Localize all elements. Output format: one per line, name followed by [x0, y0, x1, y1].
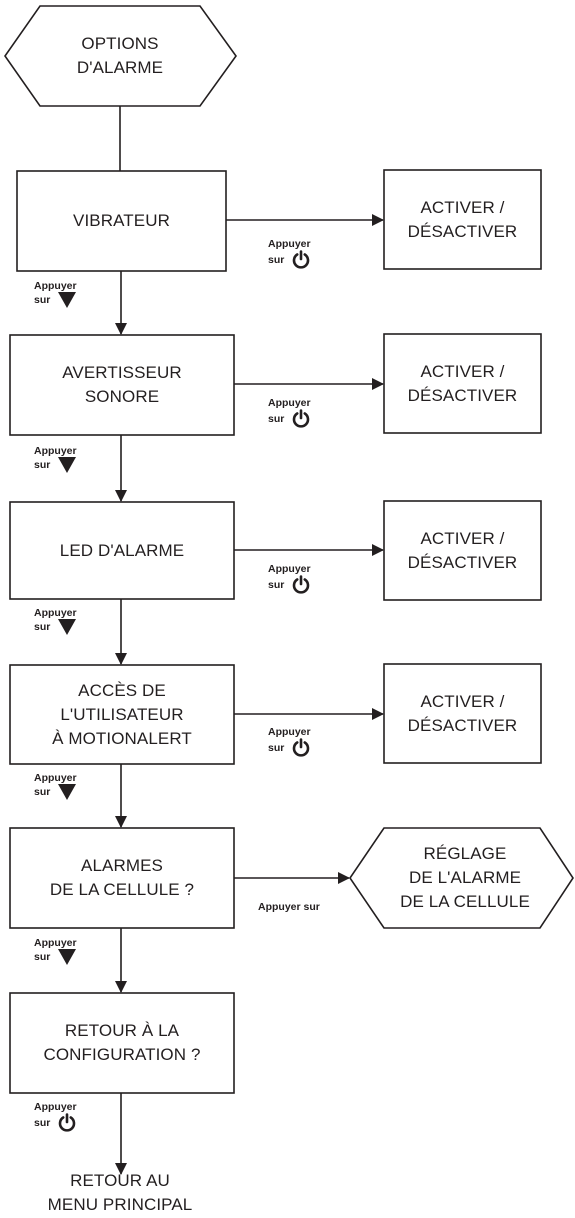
power-icon [59, 1113, 76, 1132]
press-on: sur [34, 294, 51, 306]
step-label-user-access-line3: À MOTIONALERT [52, 728, 192, 748]
step-box-buzzer [9, 334, 235, 436]
start-label: OPTIONS D'ALARME [20, 28, 220, 84]
press-down-hint-2: Appuyer sur [34, 445, 77, 473]
press-hint-cell: Appuyer sur [258, 901, 320, 913]
power-icon [293, 575, 310, 594]
cell-setup-label-line3: DE LA CELLULE [400, 892, 530, 911]
press-down-hint-5: Appuyer sur [34, 937, 77, 965]
press-word: Appuyer [268, 397, 311, 409]
start-hexagon [4, 5, 237, 107]
step-label-vibrator-line1: VIBRATEUR [73, 211, 170, 230]
down-triangle-icon [58, 457, 77, 473]
step-label-vibrator: VIBRATEUR [17, 171, 226, 271]
power-icon [293, 250, 310, 269]
press-word: Appuyer [34, 280, 77, 292]
step-box-back-to-config [9, 992, 235, 1094]
step-label-cell-alarms: ALARMES DE LA CELLULE ? [10, 828, 234, 928]
toggle-label-1: ACTIVER / DÉSACTIVER [384, 170, 541, 269]
toggle-box-2 [383, 333, 542, 434]
toggle-label-4-line2: DÉSACTIVER [407, 715, 518, 735]
step-label-cell-alarms-line1: ALARMES [81, 856, 163, 875]
press-power-hint-4: Appuyer sur [268, 726, 311, 757]
toggle-label-2-line1: ACTIVER / [420, 361, 505, 381]
step-label-user-access-line1: ACCÈS DE [78, 680, 166, 700]
press-on: sur [34, 951, 51, 963]
down-triangle-icon [58, 619, 77, 635]
power-icon [293, 409, 310, 428]
down-triangle-icon [58, 784, 77, 800]
step-box-user-access [9, 664, 235, 765]
toggle-label-3-line1: ACTIVER / [420, 528, 505, 548]
press-word: Appuyer [34, 445, 77, 457]
press-down-hint-4: Appuyer sur [34, 772, 77, 800]
press-on: sur [268, 412, 285, 425]
end-label: RETOUR AU MENU PRINCIPAL [20, 1168, 220, 1218]
toggle-box-3 [383, 500, 542, 601]
press-word: Appuyer [268, 238, 311, 250]
step-box-vibrator [16, 170, 227, 272]
press-word: Appuyer [34, 772, 77, 784]
press-word: Appuyer [268, 726, 311, 738]
step-box-alarm-led [9, 501, 235, 600]
step-label-buzzer: AVERTISSEUR SONORE [10, 335, 234, 435]
press-on: sur [34, 786, 51, 798]
down-triangle-icon [58, 292, 77, 308]
toggle-box-1 [383, 169, 542, 270]
toggle-label-3-line2: DÉSACTIVER [407, 552, 518, 572]
step-label-buzzer-line1: AVERTISSEUR [62, 363, 182, 382]
cell-setup-label-line1: RÉGLAGE [423, 844, 507, 863]
toggle-label-4-line1: ACTIVER / [420, 691, 505, 711]
press-on: sur [34, 1116, 51, 1129]
start-label-line2: D'ALARME [76, 58, 164, 77]
step-label-back-to-config-line2: CONFIGURATION ? [43, 1045, 201, 1064]
step-label-back-to-config-line1: RETOUR À LA [64, 1021, 180, 1040]
press-on: sur [34, 459, 51, 471]
step-label-back-to-config: RETOUR À LA CONFIGURATION ? [10, 993, 234, 1093]
start-label-line1: OPTIONS [81, 34, 159, 53]
press-power-hint-1: Appuyer sur [268, 238, 311, 269]
press-word: Appuyer [34, 937, 77, 949]
press-on: sur [34, 621, 51, 633]
press-down-hint-1: Appuyer sur [34, 280, 77, 308]
step-label-buzzer-line2: SONORE [84, 387, 160, 406]
step-label-cell-alarms-line2: DE LA CELLULE ? [49, 880, 195, 899]
press-full: Appuyer sur [258, 901, 320, 913]
press-on: sur [268, 741, 285, 754]
cell-setup-label: RÉGLAGE DE L'ALARME DE LA CELLULE [380, 828, 550, 928]
step-label-alarm-led-line1: LED D'ALARME [59, 540, 185, 560]
end-label-line1: RETOUR AU [70, 1171, 170, 1190]
power-icon [293, 738, 310, 757]
end-label-line2: MENU PRINCIPAL [47, 1195, 193, 1214]
press-power-hint-3: Appuyer sur [268, 563, 311, 594]
toggle-label-3: ACTIVER / DÉSACTIVER [384, 501, 541, 600]
step-label-user-access-line2: L'UTILISATEUR [60, 704, 184, 724]
press-power-hint-final: Appuyer sur [34, 1101, 77, 1132]
press-word: Appuyer [268, 563, 311, 575]
toggle-label-2: ACTIVER / DÉSACTIVER [384, 334, 541, 433]
toggle-label-1-line1: ACTIVER / [420, 197, 505, 217]
press-down-hint-3: Appuyer sur [34, 607, 77, 635]
down-triangle-icon [58, 949, 77, 965]
cell-setup-hexagon [349, 827, 574, 929]
cell-setup-label-line2: DE L'ALARME [408, 868, 522, 887]
press-power-hint-2: Appuyer sur [268, 397, 311, 428]
toggle-label-2-line2: DÉSACTIVER [407, 385, 518, 405]
press-word: Appuyer [34, 1101, 77, 1113]
press-on: sur [268, 253, 285, 266]
toggle-box-4 [383, 663, 542, 764]
toggle-label-4: ACTIVER / DÉSACTIVER [384, 664, 541, 763]
press-on: sur [268, 578, 285, 591]
toggle-label-1-line2: DÉSACTIVER [407, 221, 518, 241]
press-word: Appuyer [34, 607, 77, 619]
step-label-user-access: ACCÈS DE L'UTILISATEUR À MOTIONALERT [10, 665, 234, 764]
step-label-alarm-led: LED D'ALARME [10, 502, 234, 599]
